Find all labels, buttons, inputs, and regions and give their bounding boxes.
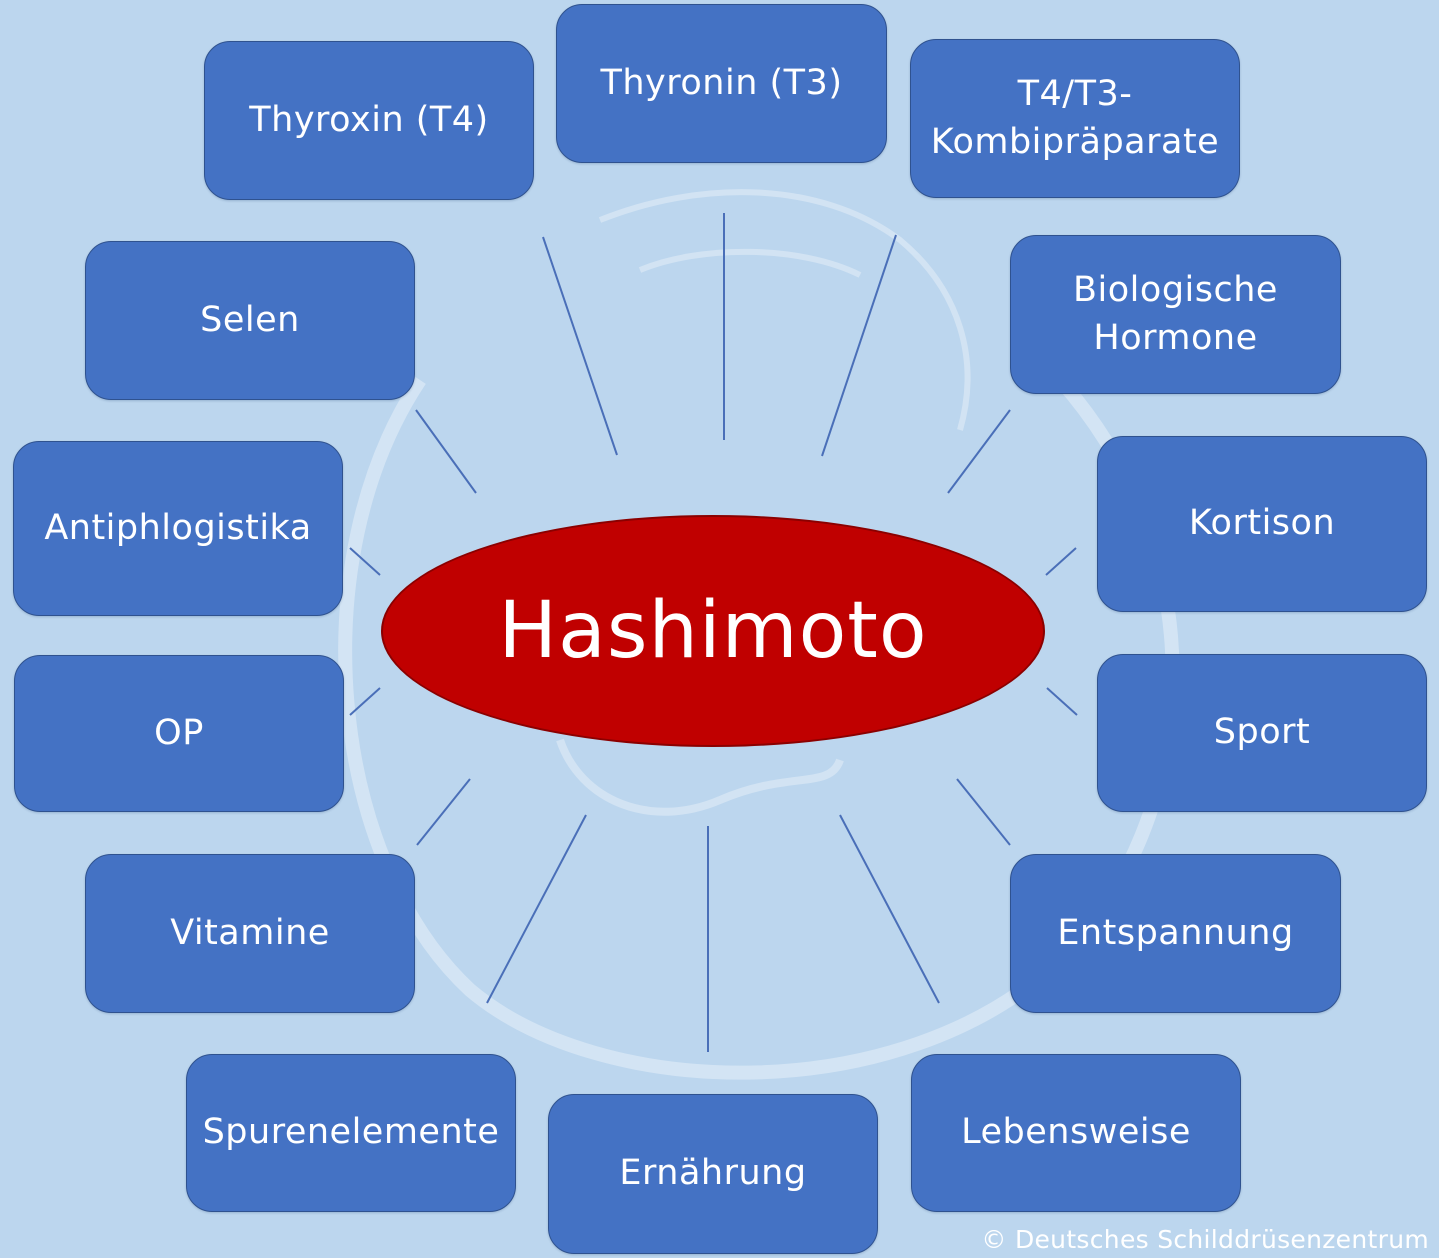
connector-lebensweise <box>839 814 940 1004</box>
node-lebensweise: Lebensweise <box>911 1054 1241 1212</box>
connector-lines <box>349 213 1078 1052</box>
node-t4-t3-kombipraeparate: T4/T3- Kombipräparate <box>910 39 1240 198</box>
node-biologische-hormone: Biologische Hormone <box>1010 235 1341 394</box>
connector-op <box>349 687 381 716</box>
connector-kortison <box>1045 547 1077 576</box>
node-antiphlogistika: Antiphlogistika <box>13 441 343 616</box>
connector-t4-t3-kombipraeparate <box>821 234 897 457</box>
connector-entspannung <box>956 778 1011 846</box>
connector-sport <box>1046 687 1078 716</box>
connector-thyroxin-t4 <box>542 236 618 456</box>
node-thyroxin-t4: Thyroxin (T4) <box>204 41 534 200</box>
connector-selen <box>415 409 477 494</box>
copyright-notice: © Deutsches Schilddrüsenzentrum <box>981 1225 1429 1254</box>
center-node-hashimoto: Hashimoto <box>381 515 1045 747</box>
node-sport: Sport <box>1097 654 1427 812</box>
node-vitamine: Vitamine <box>85 854 415 1013</box>
node-op: OP <box>14 655 344 812</box>
node-selen: Selen <box>85 241 415 400</box>
node-entspannung: Entspannung <box>1010 854 1341 1013</box>
connector-antiphlogistika <box>349 547 381 576</box>
connector-spurenelemente <box>486 814 587 1004</box>
node-thyronin-t3: Thyronin (T3) <box>556 4 887 163</box>
node-ernaehrung: Ernährung <box>548 1094 878 1254</box>
connector-biologische-hormone <box>947 409 1011 494</box>
node-spurenelemente: Spurenelemente <box>186 1054 516 1212</box>
node-kortison: Kortison <box>1097 436 1427 612</box>
connector-vitamine <box>416 778 471 846</box>
